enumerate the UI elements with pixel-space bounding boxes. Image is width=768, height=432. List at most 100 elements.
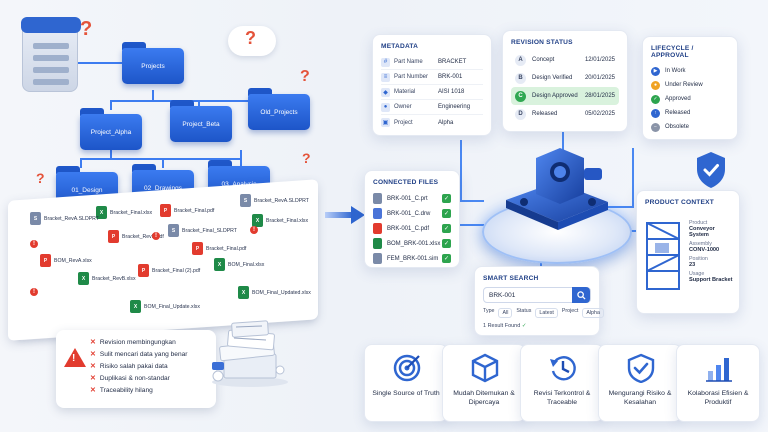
benefit-findable: Mudah Ditemukan & Dipercaya <box>442 344 526 422</box>
question-icon: ? <box>300 68 310 85</box>
lifecycle-row[interactable]: ●Under Review <box>651 78 729 92</box>
connected-file-row[interactable]: BOM_BRK-001.xlsx✓ <box>373 236 451 251</box>
lifecycle-row[interactable]: ✓Approved <box>651 92 729 106</box>
benefit-label: Kolaborasi Efisien & Produktif <box>687 390 749 406</box>
filter-project[interactable]: Alpha <box>582 308 604 318</box>
excel-icon: X <box>78 272 89 285</box>
card-title: REVISION STATUS <box>511 39 573 46</box>
file-name: Bracket_Final.xlsx <box>266 217 309 224</box>
file-name: Bracket_Final.pdf <box>174 207 215 214</box>
pdf-icon: P <box>40 254 51 267</box>
check-icon: ✓ <box>442 239 451 248</box>
play-icon: ▶ <box>651 66 660 76</box>
barcode-icon: ≡ <box>381 72 390 82</box>
paper-pile-icon <box>212 320 288 387</box>
search-input[interactable]: BRK-001 <box>483 287 591 303</box>
cloud-icon: ? <box>228 26 276 56</box>
warning-icon: ! <box>152 232 160 240</box>
excel-icon: X <box>96 206 107 219</box>
question-icon: ? <box>36 170 45 186</box>
warning-icon: ! <box>250 226 258 234</box>
folder-old-projects[interactable]: Old_Projects <box>248 88 310 130</box>
file-name: Bracket_Final (2).pdf <box>152 267 201 274</box>
file-name: Bracket_Final.xlsx <box>110 209 153 216</box>
folder-projects[interactable]: Projects <box>122 42 184 84</box>
folder-label: Project_Beta <box>170 106 232 142</box>
folder-label: Old_Projects <box>248 94 310 130</box>
file-name: Bracket_RevA.SLDPRT <box>44 215 99 222</box>
file-name: Bracket_RevB.xlsx <box>92 275 136 282</box>
clock-icon: ● <box>651 80 660 90</box>
lifecycle-card: LIFECYCLE / APPROVAL ▶In Work ●Under Rev… <box>642 36 738 140</box>
folder-project-beta[interactable]: Project_Beta <box>170 100 232 142</box>
benefit-collaboration: Kolaborasi Efisien & Produktif <box>676 344 760 422</box>
drawing-file-icon <box>373 208 382 219</box>
shield-check-icon <box>627 353 655 383</box>
user-icon: ● <box>381 102 390 112</box>
filter-type[interactable]: All <box>498 308 513 318</box>
connected-file-row[interactable]: BRK-001_C.pdf✓ <box>373 221 451 236</box>
file-name: BOM_Final_Updated.xlsx <box>252 289 311 296</box>
search-icon <box>576 290 586 300</box>
question-icon: ? <box>80 18 93 40</box>
lifecycle-row[interactable]: ▶In Work <box>651 64 729 78</box>
minus-icon: − <box>651 122 660 132</box>
warning-icon: ! <box>30 288 38 296</box>
file-name: Bracket_RevB.pdf <box>122 233 164 240</box>
part-file-icon <box>373 193 382 204</box>
lifecycle-row[interactable]: −Obsolete <box>651 120 729 134</box>
card-title: LIFECYCLE / APPROVAL <box>651 45 694 59</box>
pdf-icon: P <box>138 264 149 277</box>
connected-file-row[interactable]: BRK-001_C.prt✓ <box>373 191 451 206</box>
check-icon: ✓ <box>651 94 660 104</box>
folder-project-alpha[interactable]: Project_Alpha <box>80 108 142 150</box>
excel-icon <box>373 238 382 249</box>
pdf-icon: P <box>160 204 171 217</box>
bar-chart-icon <box>706 358 732 382</box>
issue-item: ✕Duplikasi & non-standar <box>90 375 170 382</box>
filter-status[interactable]: Latest <box>535 308 558 318</box>
lifecycle-row[interactable]: ↑Released <box>651 106 729 120</box>
search-query: BRK-001 <box>489 291 516 299</box>
connected-file-row[interactable]: BRK-001_C.drw✓ <box>373 206 451 221</box>
server-icon <box>21 17 81 92</box>
part-file-icon: S <box>240 194 251 207</box>
connected-file-row[interactable]: FEM_BRK-001.sim✓ <box>373 251 451 266</box>
folder-label: Projects <box>122 48 184 84</box>
file-name: Bracket_Final_SLDPRT <box>182 227 237 234</box>
issue-item: ✕Sulit mencari data yang benar <box>90 351 188 358</box>
bracket-part-model[interactable] <box>500 142 614 232</box>
excel-icon: X <box>130 300 141 313</box>
benefit-label: Mudah Ditemukan & Dipercaya <box>453 390 515 406</box>
file-name: Bracket_Final.pdf <box>206 245 247 252</box>
card-title: METADATA <box>381 43 419 50</box>
arrow-right-icon <box>325 206 365 224</box>
benefit-reduce-risk: Mengurangi Risiko & Kesalahan <box>598 344 682 422</box>
search-button[interactable] <box>572 287 590 303</box>
file-name: BOM_Final.xlsx <box>228 261 265 268</box>
issue-item: ✕Risiko salah pakai data <box>90 363 168 370</box>
shield-check-icon <box>697 152 725 188</box>
